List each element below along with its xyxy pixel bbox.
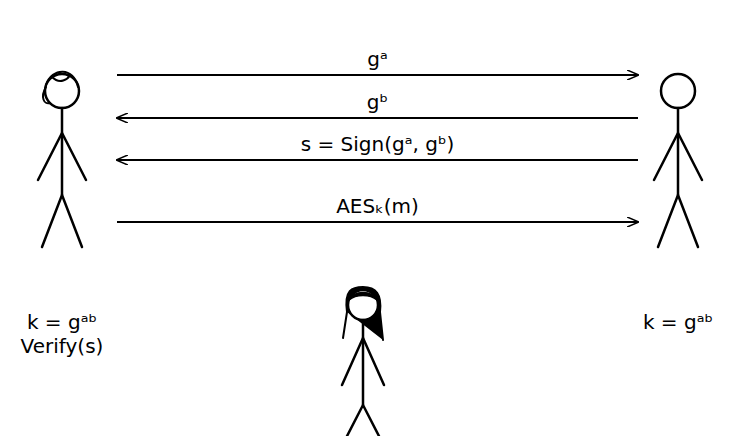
message-arrow: [117, 221, 638, 223]
message-arrow: [117, 74, 638, 76]
key-note: k = gᵃᵇ: [638, 310, 718, 334]
person-figure: k = gᵃᵇ: [638, 55, 718, 334]
message-label: gᵇ: [365, 90, 390, 114]
message-arrow: [117, 117, 638, 119]
key-note: k = gᵃᵇ: [7, 310, 117, 334]
stick-figure: [7, 55, 117, 310]
stick-figure: [638, 55, 718, 310]
message-label: s = Sign(gᵃ, gᵇ): [299, 132, 457, 156]
person-figure: k = gᵃᵇVerify(s): [7, 55, 117, 358]
message-label: AESₖ(m): [334, 194, 421, 218]
message-label: gᵃ: [365, 47, 390, 71]
message-arrow: [117, 159, 638, 161]
key-note: Verify(s): [7, 334, 117, 358]
